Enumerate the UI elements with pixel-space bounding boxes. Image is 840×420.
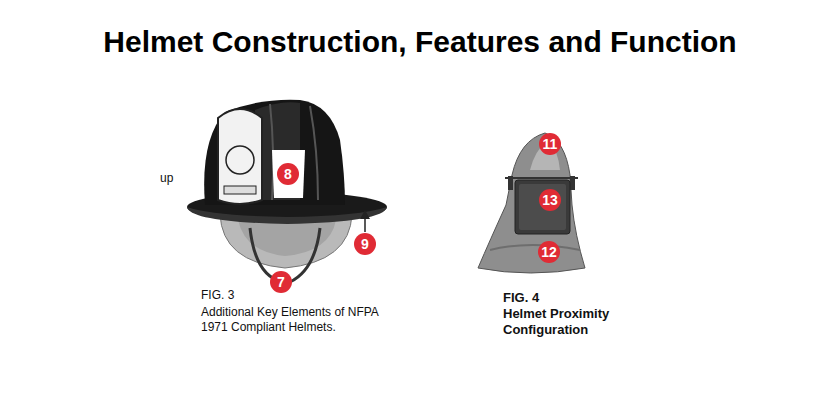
part-label: up (160, 171, 190, 186)
figure-caption: Helmet Proximity Configuration (503, 306, 635, 338)
figure-caption: Additional Key Elements of NFPA 1971 Com… (201, 305, 381, 335)
callout-number: 13 (538, 191, 562, 209)
callout-number: 12 (537, 243, 561, 261)
figure-number: FIG. 3 (201, 288, 281, 303)
callout-number: 7 (269, 273, 293, 291)
callout-number: 8 (276, 165, 300, 183)
page-title: Helmet Construction, Features and Functi… (0, 24, 840, 60)
figure-number: FIG. 4 (503, 290, 583, 306)
proximity-hood (478, 133, 585, 273)
callout-number: 11 (538, 135, 562, 153)
callout-number: 9 (353, 235, 377, 253)
structural-helmet (187, 100, 387, 293)
